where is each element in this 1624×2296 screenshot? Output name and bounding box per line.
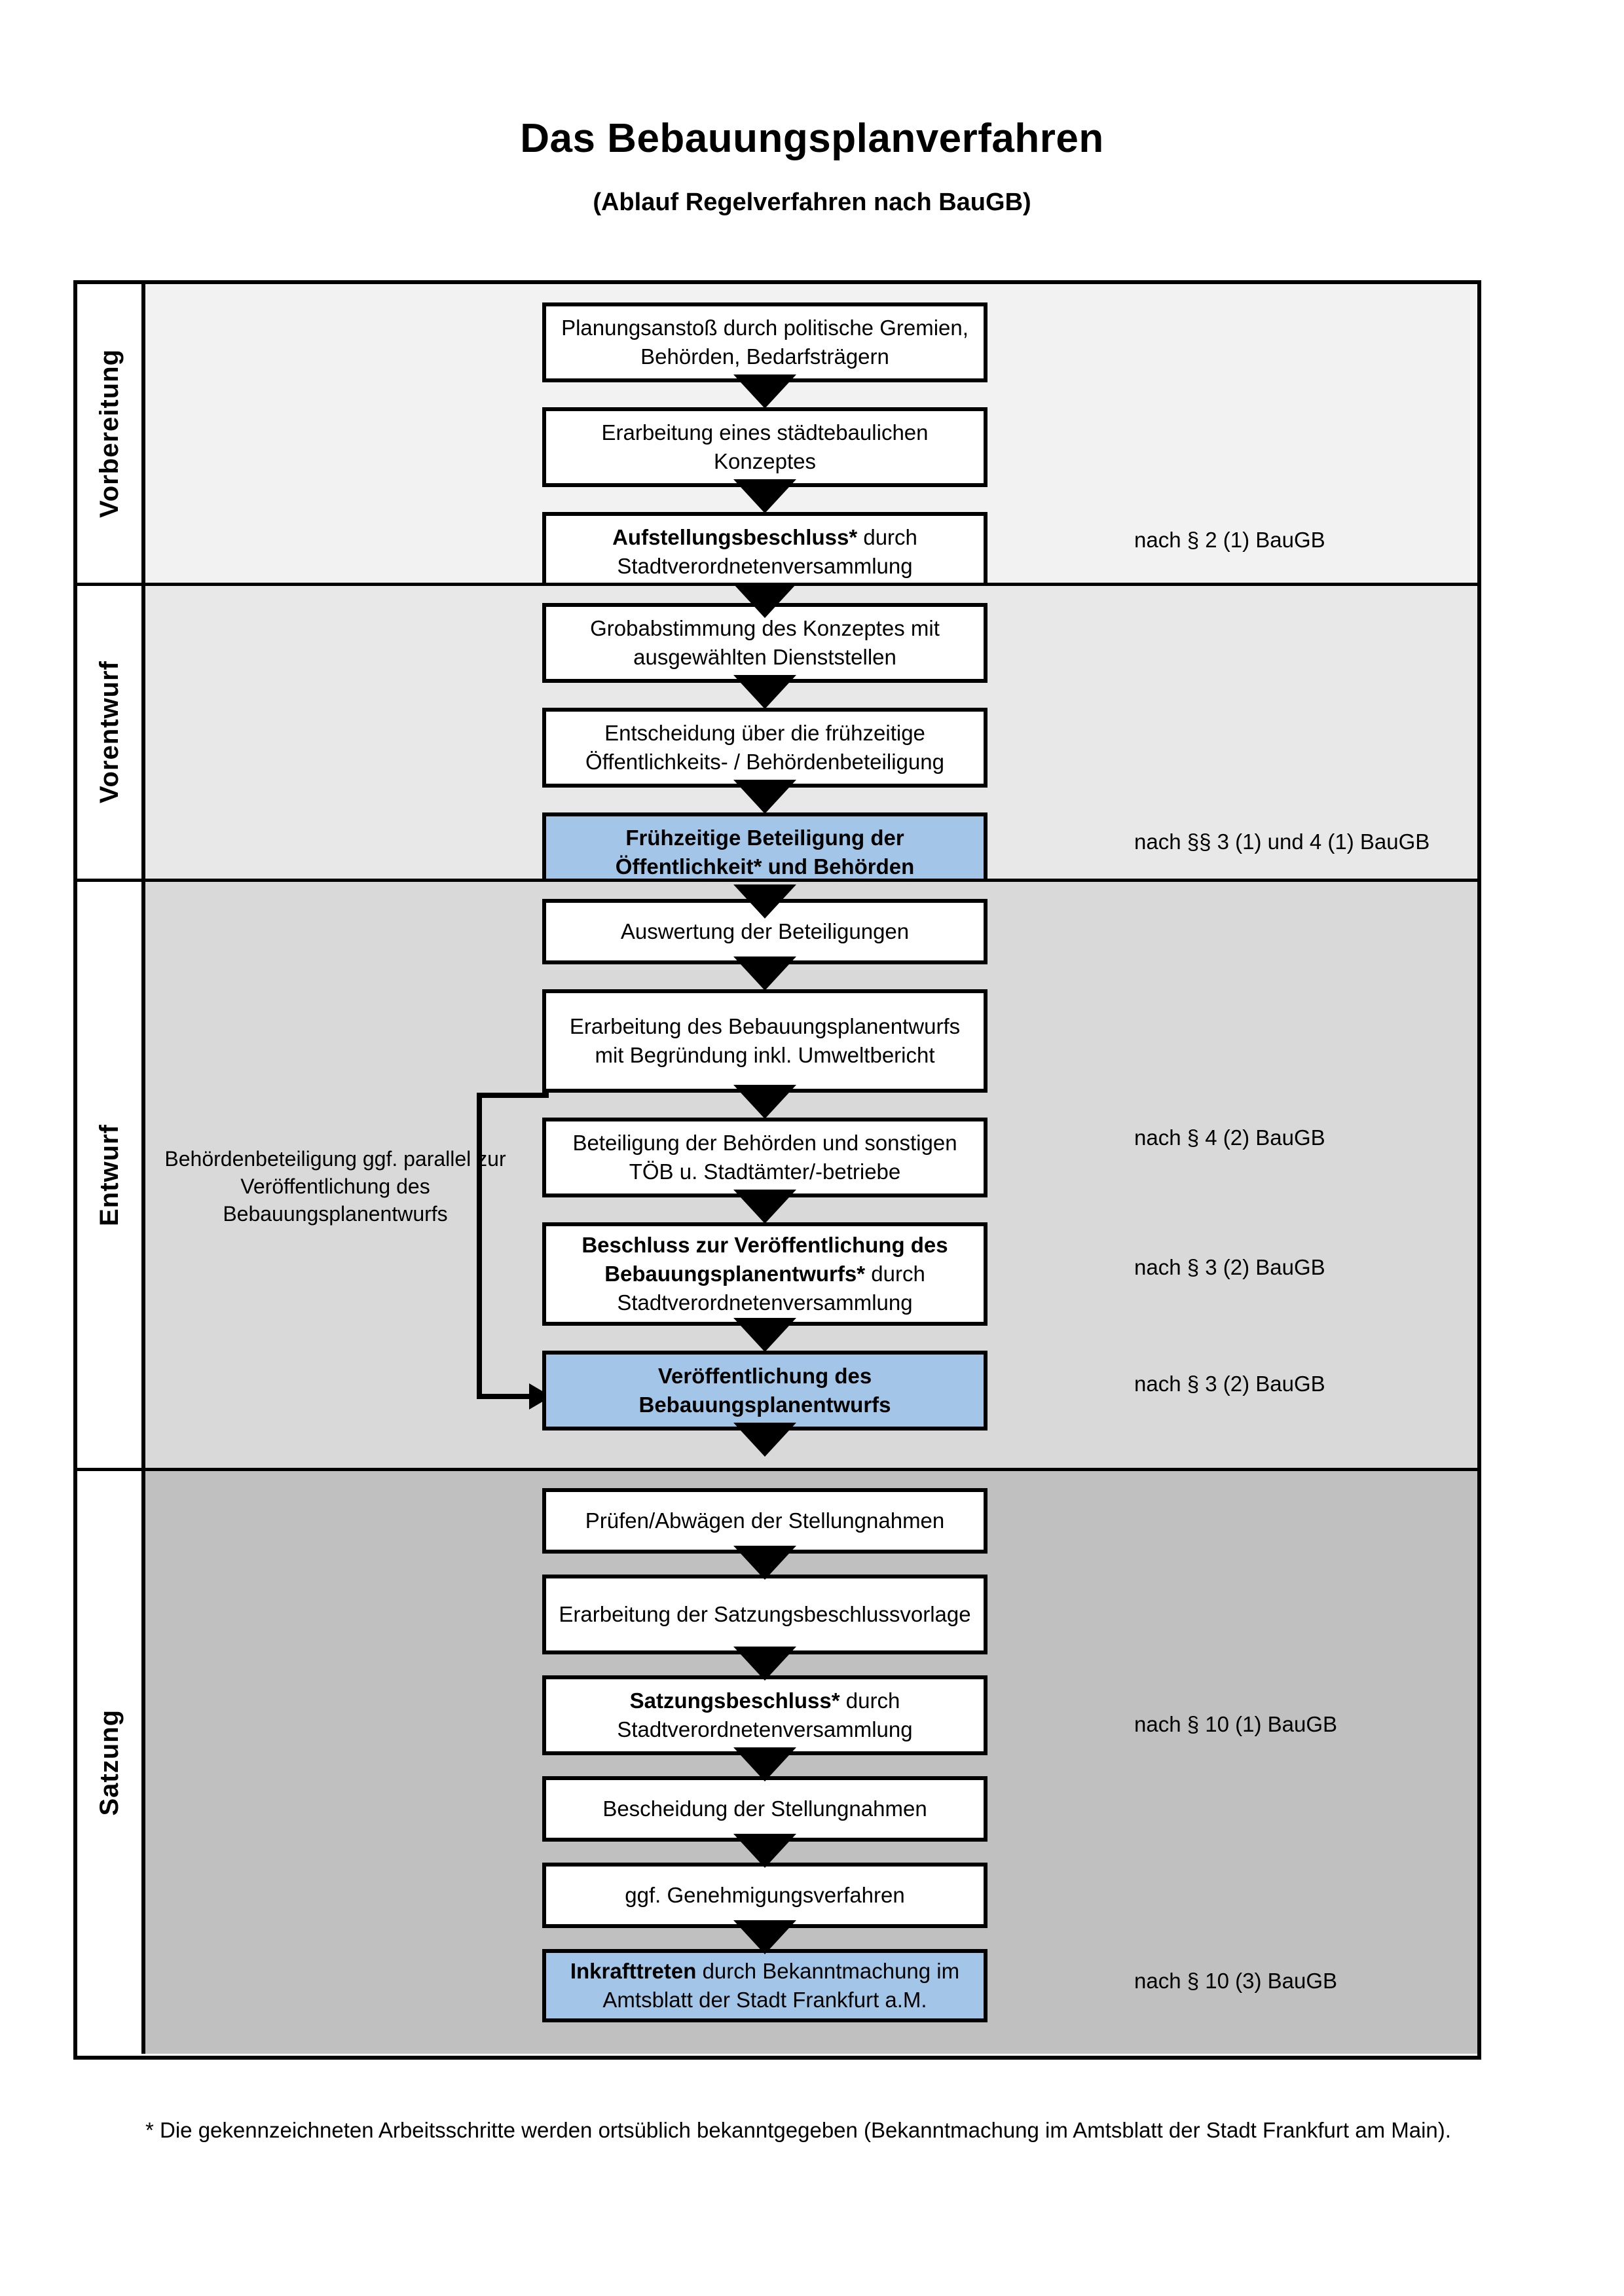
step-label-bold: Beschluss zur Veröffentlichung des Bebau… [581,1232,948,1286]
arrow-down-icon [733,884,796,919]
arrow-down-icon [733,957,796,991]
step-label: Prüfen/Abwägen der Stellungnahmen [585,1508,945,1533]
step-label: Beschluss zur Veröffentlichung des Bebau… [555,1231,974,1318]
arrow-down-icon [733,1647,796,1681]
phase-body-satzung: Prüfen/Abwägen der Stellungnahmen Erarbe… [145,1471,1477,2054]
step-label: Entscheidung über die frühzeitige Öffent… [585,720,944,774]
step-label-bold: Satzungsbeschluss* [629,1688,840,1713]
step-veroeffentlichung-entwurf[interactable]: Veröffentlichung des Bebauungsplanentwur… [542,1351,987,1457]
step-label-bold: Inkrafttreten [570,1958,697,1983]
phase-body-vorbereitung: Planungsanstoß durch politische Gremien,… [145,284,1477,618]
arrow-down-icon [733,1546,796,1580]
step-label-rest: Stadtverordnetenversammlung [617,1290,913,1315]
step-erarbeitung-satzungsvorlage[interactable]: Erarbeitung der Satzungsbeschlussvorlage [542,1575,987,1681]
step-label: Erarbeitung des Bebauungsplanentwurfs mi… [569,1013,961,1067]
step-beteiligung-behoerden-toeb[interactable]: Beteiligung der Behörden und sonstigen T… [542,1118,987,1224]
legal-note-par10-1: nach § 10 (1) BauGB [1134,1712,1338,1736]
step-bescheidung-stellungnahmen[interactable]: Bescheidung der Stellungnahmen [542,1776,987,1868]
arrow-down-icon [733,1747,796,1781]
arrow-down-icon [733,584,796,618]
side-note-behoerdenbeteiligung: Behördenbeteiligung ggf. parallel zur Ve… [164,1147,506,1226]
phase-label-text: Entwurf [94,1123,124,1226]
arrow-down-icon [733,1423,796,1457]
step-label: Inkrafttreten durch Bekanntmachung im Am… [555,1957,974,2014]
legal-note-par10-3: nach § 10 (3) BauGB [1134,1969,1338,1993]
phase-body-entwurf: Behördenbeteiligung ggf. parallel zur Ve… [145,882,1477,1468]
phase-label-entwurf: Entwurf [77,882,145,1468]
flow-column-vorbereitung: Planungsanstoß durch politische Gremien,… [542,302,987,618]
step-label: Frühzeitige Beteiligung der Öffentlichke… [615,825,915,879]
step-label-mid: durch [865,1261,925,1286]
phase-label-text: Vorentwurf [94,661,124,804]
step-label: Planungsanstoß durch politische Gremien,… [561,315,969,369]
bypass-connector-arrow [477,1093,551,1410]
process-flowchart: Vorbereitung Planungsanstoß durch politi… [73,280,1481,2060]
flow-column-vorentwurf: Grobabstimmung des Konzeptes mit ausgewä… [542,603,987,919]
step-label-mid: durch [857,524,917,549]
phase-row-entwurf: Entwurf Behördenbeteiligung ggf. paralle… [77,879,1477,1468]
step-label-rest: durch Bekanntmachung im Amtsblatt der St… [602,1958,960,2012]
phase-row-vorentwurf: Vorentwurf Grobabstimmung des Konzeptes … [77,583,1477,919]
step-label: Erarbeitung eines städtebaulichen Konzep… [601,420,929,473]
step-erarbeitung-entwurf[interactable]: Erarbeitung des Bebauungsplanentwurfs mi… [542,989,987,1119]
arrow-down-icon [733,1920,796,1954]
step-label: Auswertung der Beteiligungen [620,919,910,943]
phase-label-text: Vorbereitung [94,349,124,518]
footnote-asterisk: * Die gekennzeichneten Arbeitsschritte w… [145,2118,1451,2142]
legal-note-par3-1-par4-1: nach §§ 3 (1) und 4 (1) BauGB [1134,829,1430,854]
step-label: Bescheidung der Stellungnahmen [602,1796,927,1821]
arrow-down-icon [733,1318,796,1352]
step-label: Grobabstimmung des Konzeptes mit ausgewä… [590,615,940,669]
phase-label-vorbereitung: Vorbereitung [77,284,145,583]
arrow-down-icon [733,1190,796,1224]
step-pruefen-abwaegen[interactable]: Prüfen/Abwägen der Stellungnahmen [542,1488,987,1580]
step-label-rest: Stadtverordnetenversammlung [617,554,913,578]
legal-note-par4-2: nach § 4 (2) BauGB [1134,1125,1325,1150]
step-label: Erarbeitung der Satzungsbeschlussvorlage [559,1601,971,1626]
phase-label-satzung: Satzung [77,1471,145,2054]
arrow-down-icon [733,1085,796,1119]
arrow-down-icon [733,374,796,409]
step-label: Veröffentlichung des Bebauungsplanentwur… [638,1363,891,1417]
phase-row-satzung: Satzung Prüfen/Abwägen der Stellungnahme… [77,1468,1477,2054]
phase-label-text: Satzung [94,1709,124,1816]
page-subtitle: (Ablauf Regelverfahren nach BauGB) [593,189,1031,217]
step-label-bold: Aufstellungsbeschluss* [612,524,858,549]
document-header: Das Bebauungsplanverfahren (Ablauf Regel… [0,0,1624,217]
step-label-mid: durch [840,1688,900,1713]
step-inkrafttreten[interactable]: Inkrafttreten durch Bekanntmachung im Am… [542,1949,987,2022]
legal-note-par3-2-b: nach § 3 (2) BauGB [1134,1372,1325,1396]
arrow-down-icon [733,780,796,814]
step-label-mid [696,1959,702,1983]
step-planungsanstoss[interactable]: Planungsanstoß durch politische Gremien,… [542,302,987,409]
arrow-down-icon [733,675,796,709]
step-beschluss-veroeffentlichung[interactable]: Beschluss zur Veröffentlichung des Bebau… [542,1222,987,1352]
step-label: Beteiligung der Behörden und sonstigen T… [572,1130,957,1184]
step-label: ggf. Genehmigungsverfahren [625,1882,905,1907]
flow-column-entwurf: Auswertung der Beteiligungen Erarbeitung… [542,899,987,1457]
phase-row-vorbereitung: Vorbereitung Planungsanstoß durch politi… [77,284,1477,618]
arrow-down-icon [733,1834,796,1868]
step-entscheidung-fruehzeitige[interactable]: Entscheidung über die frühzeitige Öffent… [542,708,987,814]
arrow-down-icon [733,479,796,513]
phase-body-vorentwurf: Grobabstimmung des Konzeptes mit ausgewä… [145,586,1477,919]
flow-column-satzung: Prüfen/Abwägen der Stellungnahmen Erarbe… [542,1488,987,2022]
phase-label-vorentwurf: Vorentwurf [77,586,145,879]
page-title: Das Bebauungsplanverfahren [520,116,1104,161]
legal-note-par3-2-a: nach § 3 (2) BauGB [1134,1255,1325,1279]
step-label-rest: Stadtverordnetenversammlung [617,1717,913,1741]
step-staedtebauliches-konzept[interactable]: Erarbeitung eines städtebaulichen Konzep… [542,407,987,513]
step-genehmigungsverfahren[interactable]: ggf. Genehmigungsverfahren [542,1863,987,1954]
legal-note-par2-1: nach § 2 (1) BauGB [1134,528,1325,552]
